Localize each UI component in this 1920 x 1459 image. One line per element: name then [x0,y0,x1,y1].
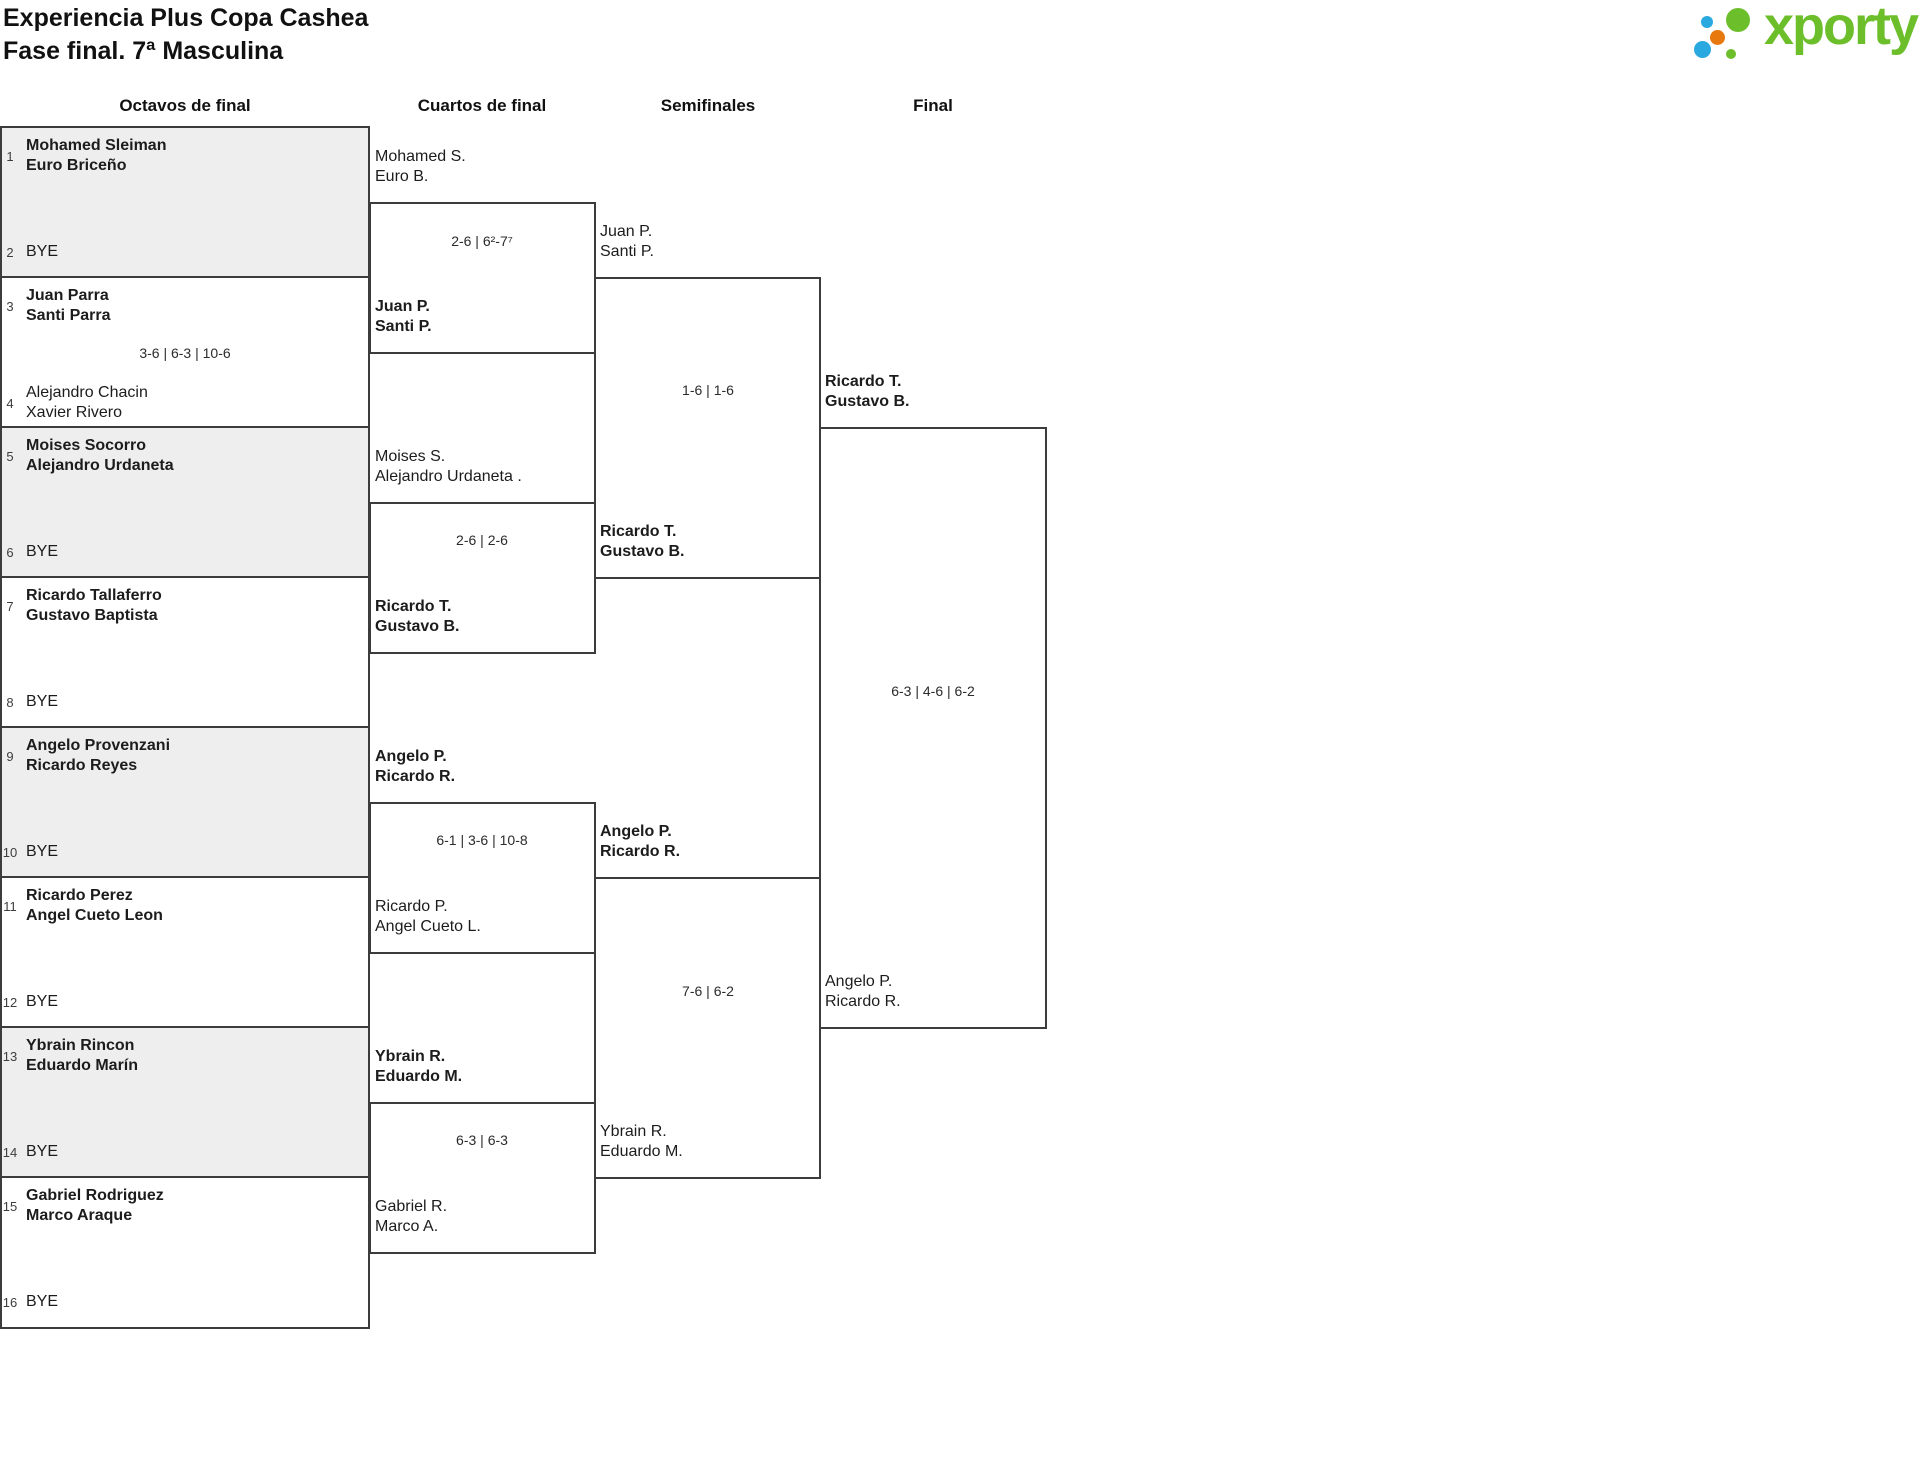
logo-dot-green-big-icon [1726,8,1750,32]
seed-number: 7 [6,598,14,614]
xporty-logo: xporty [1686,0,1920,66]
participant-label: Ricardo T.Gustavo B. [825,373,910,410]
final-box [819,427,1047,1029]
participant-label: 12 BYE [0,992,58,1012]
seed-number: 8 [6,694,14,710]
seed-number: 15 [2,1198,18,1214]
logo-dot-green-small-icon [1726,49,1736,59]
r16-divider-2 [0,276,370,278]
logo-dot-blue-small-icon [1701,16,1713,28]
seed-number: 9 [6,748,14,764]
r16-divider-4 [0,576,370,578]
participant-label: Juan P.Santi P. [375,298,432,335]
logo-dot-blue-big-icon [1694,41,1711,58]
r16-right-border [368,127,370,1329]
participant-label: Mohamed S.Euro B. [375,148,466,185]
participant-label: 14 BYE [0,1142,58,1162]
tournament-subtitle: Fase final. 7ª Masculina [3,37,284,65]
r16-divider-7 [0,1026,370,1028]
r16-divider-6 [0,876,370,878]
page-title: Experiencia Plus Copa Cashea Fase final.… [3,2,368,68]
round-header-cuartos: Cuartos de final [417,96,547,115]
r16-row-fill-1 [0,127,370,277]
r16-divider-8 [0,1176,370,1178]
r16-divider-3 [0,426,370,428]
seed-number: 11 [3,898,17,914]
participant-label: 8 BYE [0,692,58,712]
round-header-octavos: Octavos de final [119,96,251,115]
match-score: 2-6 | 2-6 [456,532,508,548]
participant-label: 16 BYE [0,1292,58,1312]
match-score: 3-6 | 6-3 | 10-6 [139,345,231,361]
seed-number: 10 [2,844,18,860]
seed-number: 3 [6,298,14,314]
participant-label: Ricardo T.Gustavo B. [375,598,460,635]
logo-dot-orange-icon [1710,30,1725,45]
match-score: 6-3 | 6-3 [456,1132,508,1148]
match-score: 6-3 | 4-6 | 6-2 [891,683,975,699]
tournament-title: Experiencia Plus Copa Cashea [3,4,369,32]
round-header-final: Final [913,96,953,115]
match-score: 2-6 | 6²-7⁷ [451,233,513,249]
participant-label: Ricardo P.Angel Cueto L. [375,898,481,935]
r16-divider-1 [0,126,370,128]
participant-label: 10 BYE [0,842,58,862]
participant-label: Ybrain R.Eduardo M. [600,1123,683,1160]
participant-label: Ricardo T.Gustavo B. [600,523,685,560]
participant-label: 6 BYE [0,542,58,562]
round-header-semifinales: Semifinales [660,96,756,115]
r16-row-fill-5 [0,727,370,877]
seed-number: 2 [6,244,14,260]
seed-number: 6 [6,544,14,560]
match-score: 1-6 | 1-6 [682,382,734,398]
logo-wordmark: xporty [1764,0,1919,56]
participant-label: 2 BYE [0,242,58,262]
participant-label: Gabriel R.Marco A. [375,1198,448,1235]
participant-label: Angelo P.Ricardo R. [375,748,456,785]
match-score: 7-6 | 6-2 [682,983,734,999]
participant-label: Angelo P.Ricardo R. [825,973,901,1010]
participant-label: Moises S.Alejandro Urdaneta . [375,448,522,485]
seed-number: 16 [2,1294,18,1310]
seed-number: 13 [2,1048,18,1064]
r16-row-fill-3 [0,427,370,577]
seed-number: 5 [6,448,14,464]
match-score: 6-1 | 3-6 | 10-8 [436,832,528,848]
r16-divider-9 [0,1327,370,1329]
participant-label: Ybrain R.Eduardo M. [375,1048,463,1085]
seed-number: 12 [2,994,18,1010]
seed-number: 1 [6,148,14,164]
r16-row-fill-7 [0,1027,370,1177]
r16-left-border [0,127,2,1329]
r16-divider-5 [0,726,370,728]
seed-number: 14 [2,1144,18,1160]
seed-number: 4 [6,395,14,411]
participant-label: Juan P.Santi P. [600,223,654,260]
participant-label: Angelo P.Ricardo R. [600,823,681,860]
